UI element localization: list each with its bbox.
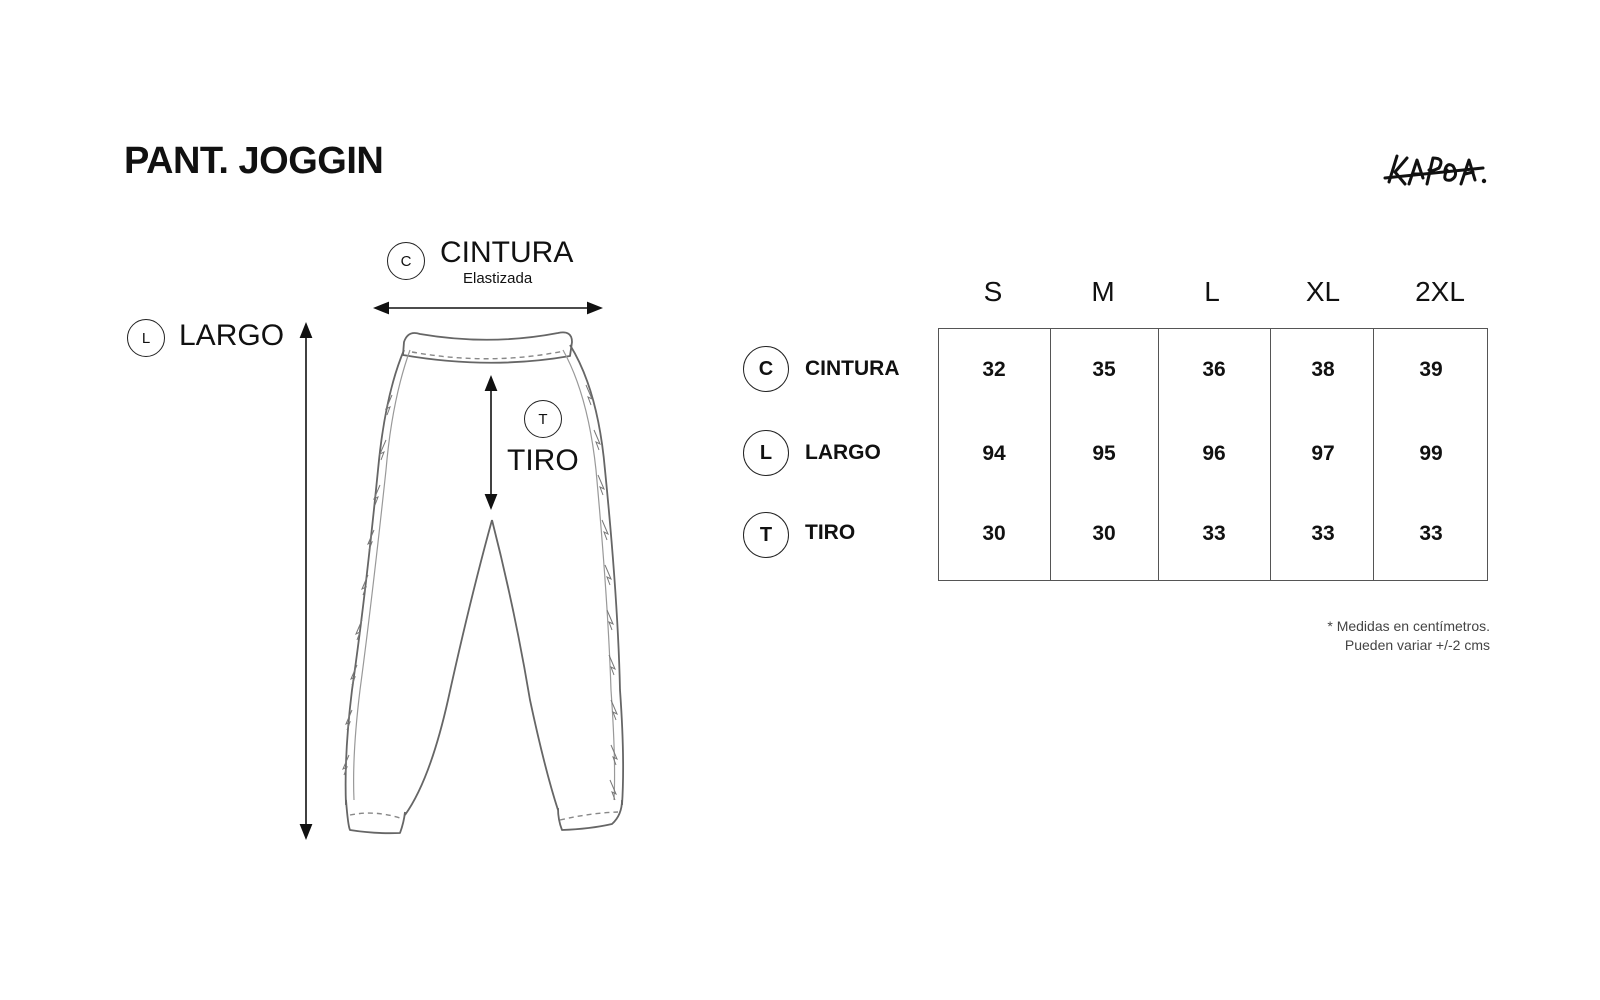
table-divider xyxy=(1270,328,1271,581)
size-table xyxy=(938,328,1488,581)
size-header-l: L xyxy=(1204,276,1220,307)
row-label-tiro: TIRO xyxy=(805,521,856,544)
table-cell: 99 xyxy=(1419,442,1443,465)
row-label-cintura: CINTURA xyxy=(805,357,900,380)
table-cell: 95 xyxy=(1092,442,1116,465)
row-circle-tiro: T xyxy=(743,512,789,558)
table-divider xyxy=(1373,328,1374,581)
table-cell: 94 xyxy=(982,442,1006,465)
table-cell: 30 xyxy=(1092,522,1116,545)
size-header-2xl: 2XL xyxy=(1415,276,1465,307)
table-cell: 33 xyxy=(1419,522,1443,545)
pants-diagram xyxy=(299,301,625,840)
page-title: PANT. JOGGIN xyxy=(124,140,384,182)
table-cell: 30 xyxy=(982,522,1006,545)
table-cell: 32 xyxy=(982,358,1006,381)
size-header-s: S xyxy=(983,276,1003,307)
table-cell: 38 xyxy=(1311,358,1335,381)
table-cell: 36 xyxy=(1202,358,1226,381)
size-header-m: M xyxy=(1091,276,1115,307)
table-cell: 96 xyxy=(1202,442,1226,465)
table-cell: 39 xyxy=(1419,358,1443,381)
largo-circle: L xyxy=(127,319,165,357)
table-cell: 35 xyxy=(1092,358,1116,381)
measurement-note: * Medidas en centímetros. xyxy=(1327,618,1490,634)
tolerance-note: Pueden variar +/-2 cms xyxy=(1344,637,1490,653)
size-header-xl: XL xyxy=(1305,276,1341,307)
brand-logo xyxy=(1383,154,1487,186)
row-label-largo: LARGO xyxy=(805,441,881,464)
table-cell: 33 xyxy=(1202,522,1226,545)
tiro-label: TIRO xyxy=(507,444,579,477)
pants-outline xyxy=(344,331,625,835)
table-divider xyxy=(1158,328,1159,581)
cintura-label: CINTURA xyxy=(440,236,574,269)
row-circle-cintura: C xyxy=(743,346,789,392)
table-divider xyxy=(1050,328,1051,581)
cintura-sublabel: Elastizada xyxy=(463,270,533,287)
table-cell: 97 xyxy=(1311,442,1335,465)
largo-label: LARGO xyxy=(179,319,285,352)
table-cell: 33 xyxy=(1311,522,1335,545)
tiro-circle: T xyxy=(524,400,562,438)
cintura-circle: C xyxy=(387,242,425,280)
row-circle-largo: L xyxy=(743,430,789,476)
